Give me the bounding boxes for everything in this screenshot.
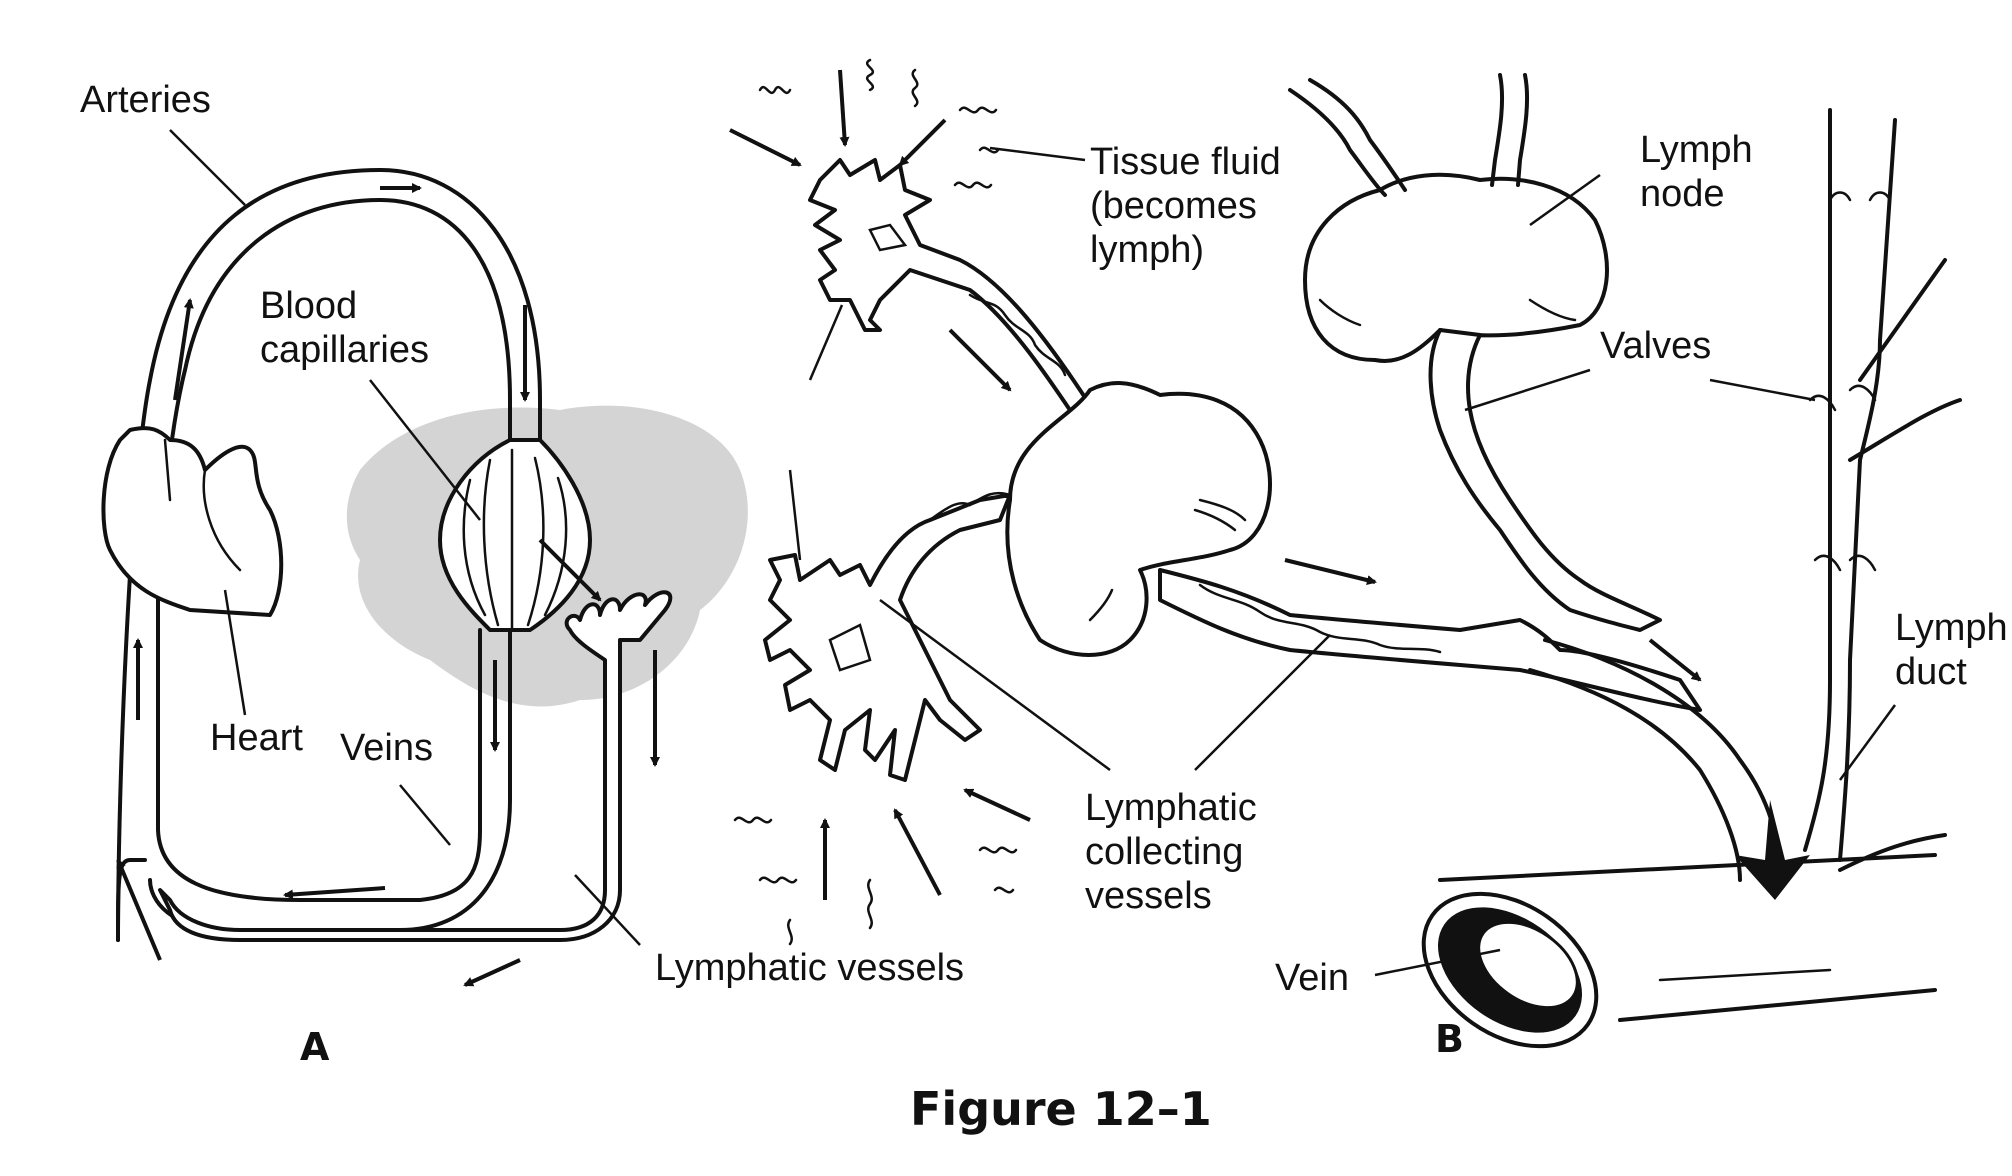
label-tissue-fluid-3: lymph) (1090, 229, 1204, 271)
flow-arrow (283, 886, 386, 900)
lymph-capillary-a (158, 590, 673, 942)
flow-arrow (1284, 558, 1377, 585)
flow-arrow (838, 69, 850, 147)
flow-arrow (1735, 800, 1810, 900)
label-collecting-1: Lymphatic (1085, 787, 1257, 829)
tissue-fluid-leader-2 (808, 304, 844, 381)
flow-arrow (1648, 638, 1702, 682)
flow-arrow (948, 328, 1012, 392)
label-lymph-node-1: Lymph (1640, 129, 1753, 171)
flow-arrow (538, 538, 602, 602)
tissue-fluid-leader-3 (788, 469, 802, 561)
figure-caption: Figure 12–1 (910, 1082, 1212, 1136)
collecting-vessel-out (1158, 568, 1702, 712)
panel-label-a: A (300, 1025, 330, 1069)
arteries-leader (169, 129, 246, 206)
label-lymph-duct-2: duct (1895, 651, 1967, 693)
afferent-vessels-b (1288, 73, 1530, 197)
efferent-vessel-b (1428, 328, 1662, 632)
flow-arrow (116, 858, 162, 961)
label-vein: Vein (1275, 957, 1349, 999)
label-blood-capillaries-2: capillaries (260, 329, 429, 371)
flow-arrow (463, 958, 521, 987)
label-heart: Heart (210, 717, 303, 759)
label-lymphatic-vessels: Lymphatic vessels (655, 947, 964, 989)
lymph-duct-leader (1838, 704, 1897, 781)
label-blood-capillaries-1: Blood (260, 285, 357, 327)
tissue-fluid-leader (989, 146, 1086, 162)
label-collecting-3: vessels (1085, 875, 1212, 917)
label-tissue-fluid-2: (becomes (1090, 185, 1257, 227)
large-lymph-duct (1803, 108, 1962, 872)
flow-arrow (729, 128, 802, 167)
vein-connector (1528, 638, 1810, 900)
lymph-node-b (1303, 172, 1609, 363)
valves-leader-2 (1709, 378, 1816, 402)
blood-capillaries (438, 438, 592, 632)
valves-leader-1 (1464, 368, 1591, 412)
vein-icon (1421, 853, 1937, 1049)
label-collecting-2: collecting (1085, 831, 1243, 873)
tissue-fluid-squiggles (733, 58, 1018, 946)
flow-arrow (898, 118, 947, 167)
label-lymph-node-2: node (1640, 173, 1725, 215)
flow-arrow (963, 788, 1031, 822)
label-tissue-fluid-1: Tissue fluid (1090, 141, 1281, 183)
lymph-capillary-upper (808, 158, 1102, 427)
flow-arrow (893, 808, 942, 896)
heart-icon (101, 426, 284, 617)
label-veins: Veins (340, 727, 433, 769)
flow-arrow (173, 298, 194, 401)
lymph-node-leader (1529, 173, 1601, 227)
lymphatic-vessels-leader (574, 874, 641, 946)
label-lymph-duct-1: Lymph (1895, 607, 2008, 649)
capillaries-leader (369, 379, 481, 521)
veins-leader (399, 784, 451, 846)
lymph-capillary-lower (763, 491, 1012, 782)
lymph-node-center (1005, 381, 1272, 657)
collecting-leader-1 (879, 598, 1111, 772)
label-valves: Valves (1600, 325, 1711, 367)
collecting-leader-2 (1194, 634, 1331, 771)
vein-leader (1374, 948, 1501, 977)
heart-leader (223, 589, 247, 716)
panel-label-b: B (1435, 1017, 1464, 1061)
label-arteries: Arteries (80, 79, 211, 121)
